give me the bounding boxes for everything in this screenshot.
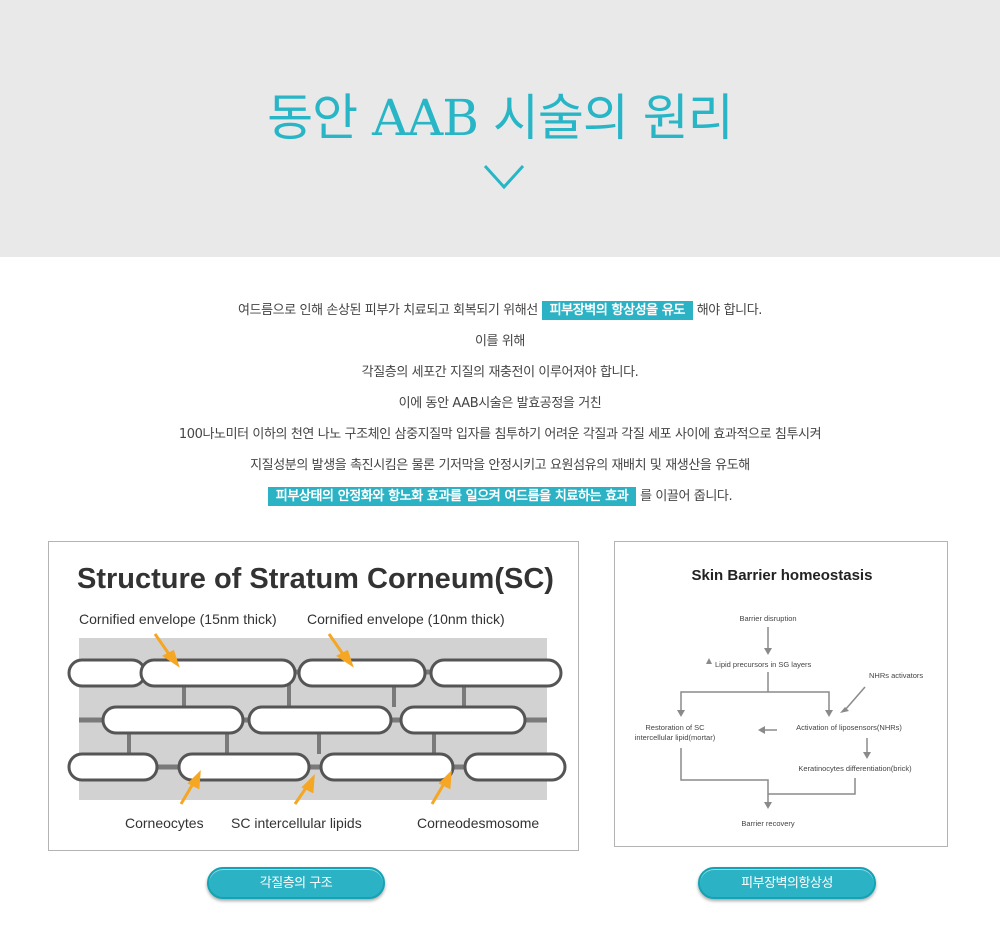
intro-line-5: 100나노미터 이하의 천연 나노 구조체인 삼중지질막 입자를 침투하기 어려… [178, 427, 822, 442]
highlight-homeostasis: 피부장벽의 항상성을 유도 [541, 301, 693, 320]
node-barrier-recovery: Barrier recovery [741, 819, 795, 828]
intro-line-3: 각질층의 세포간 지질의 재충전이 이루어져야 합니다. [361, 365, 639, 380]
node-keratinocytes: Keratinocytes differentiation(brick) [798, 764, 912, 773]
highlight-effect: 피부상태의 안정화와 항노화 효과를 일으켜 여드름을 치료하는 효과 [267, 487, 637, 506]
corneocyte-cells [67, 658, 567, 782]
intro-line-7: 피부상태의 안정화와 항노화 효과를 일으켜 여드름을 치료하는 효과 를 이끌… [0, 486, 1000, 517]
figure2-title: Skin Barrier homeostasis [692, 567, 873, 584]
caption-stratum-structure: 각질층의 구조 [207, 867, 385, 899]
intro-line-4: 이에 동안 AAB시술은 발효공정을 거친 [398, 396, 602, 411]
node-restoration-2: intercellular lipid(mortar) [635, 733, 716, 742]
flow-arrows [680, 627, 868, 804]
label-corneocytes: Corneocytes [125, 815, 204, 831]
page-title: 동안 AAB 시술의 원리 [267, 89, 734, 147]
node-lipid-precursors: Lipid precursors in SG layers [715, 660, 812, 669]
caption-barrier-homeostasis: 피부장벽의항상성 [698, 867, 876, 899]
stratum-corneum-figure: Structure of Stratum Corneum(SC) Cornifi… [48, 541, 579, 851]
arrow-heads [677, 648, 871, 809]
intro-line-6: 지질성분의 발생을 촉진시킴은 물론 기저막을 안정시키고 요원섬유의 재배치 … [250, 458, 750, 473]
pointer-arrows [153, 633, 452, 805]
node-activation: Activation of liposensors(NHRs) [796, 723, 902, 732]
figure1-title: Structure of Stratum Corneum(SC) [77, 563, 554, 595]
corneodesmosome-links [127, 683, 466, 754]
chevron-down-icon [483, 164, 525, 190]
label-corneodesmosome: Corneodesmosome [417, 815, 539, 831]
intro-line-1: 여드름으로 인해 손상된 피부가 치료되고 회복되기 위해선 피부장벽의 항상성… [238, 301, 762, 320]
label-envelope-15: Cornified envelope (15nm thick) [79, 611, 277, 627]
node-barrier-disruption: Barrier disruption [739, 614, 796, 623]
label-envelope-10: Cornified envelope (10nm thick) [307, 611, 505, 627]
header-banner: 동안 AAB 시술의 원리 [0, 0, 1000, 257]
intro-line-2: 이를 위해 [475, 334, 525, 349]
intro-text: 여드름으로 인해 손상된 피부가 치료되고 회복되기 위해선 피부장벽의 항상성… [0, 300, 1000, 517]
label-intercellular-lipids: SC intercellular lipids [231, 815, 362, 831]
skin-barrier-figure: Skin Barrier homeostasis Barrier disrupt… [614, 541, 948, 847]
node-restoration-1: Restoration of SC [645, 723, 705, 732]
node-nhrs-activators: NHRs activators [869, 671, 923, 680]
